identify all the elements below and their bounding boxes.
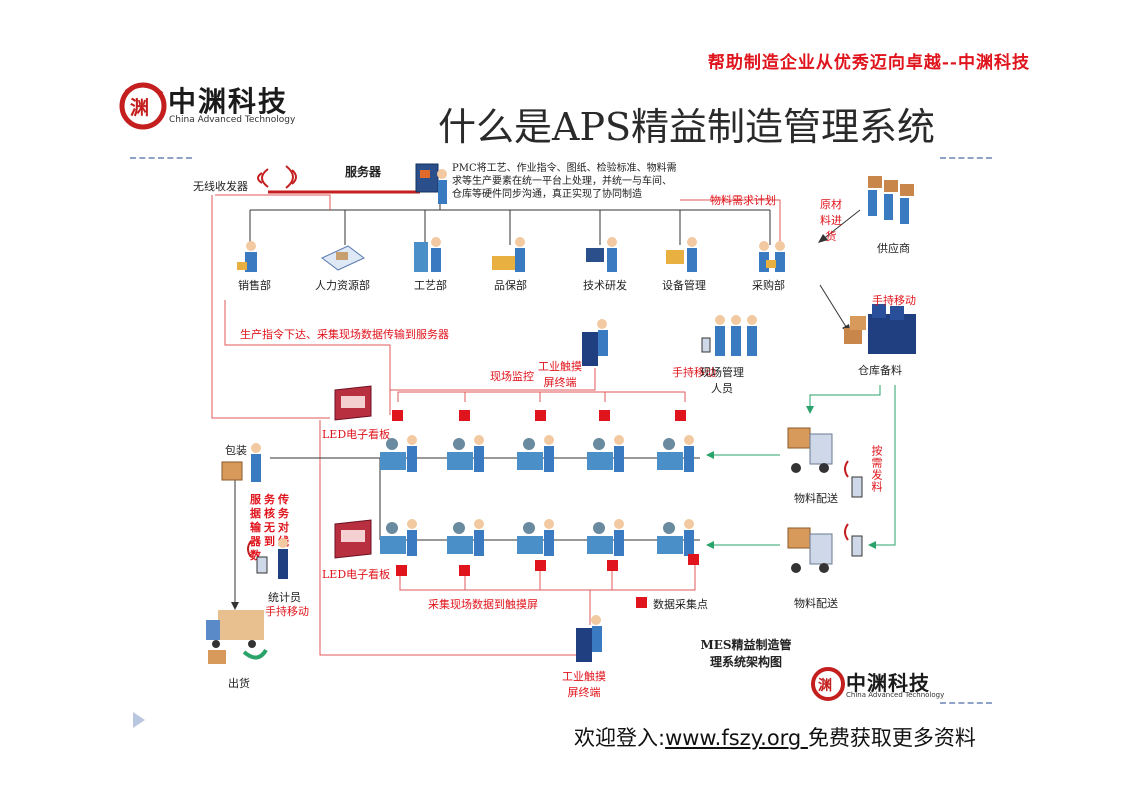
divider (940, 157, 992, 159)
workstation-icon (657, 435, 694, 472)
touch-terminal-icon (576, 615, 602, 662)
pmc-description: PMC将工艺、作业指令、图纸、检验标准、物料需求等生产要素在统一平台上处理，并统… (452, 163, 677, 200)
sales-dept-icon (237, 241, 257, 272)
hr-dept-icon (321, 245, 365, 271)
led-board-icon (334, 385, 372, 421)
data-collect-point (459, 565, 470, 576)
data-collect-point (535, 560, 546, 571)
data-collect-point (607, 560, 618, 571)
collect-to-touch-label: 采集现场数据到触摸屏 (428, 598, 538, 611)
dept-label-sales: 销售部 (238, 279, 271, 292)
footer-suffix: 免费获取更多资料 (807, 726, 976, 750)
logo-emblem: 渊 (811, 667, 845, 701)
site-managers-icon (701, 315, 757, 356)
supplier-icon (868, 176, 914, 224)
demand-issue-label: 按需发料 (870, 445, 883, 493)
purchasing-dept-icon (759, 241, 785, 272)
workstation-icon (657, 519, 694, 556)
site-monitor-label: 现场监控 (490, 370, 534, 383)
data-collect-point (459, 410, 470, 421)
play-triangle-icon (133, 712, 145, 728)
dept-label-purchasing: 采购部 (752, 279, 785, 292)
raw-material-label: 原材料进货 (820, 198, 842, 243)
workstation-icon (447, 519, 484, 556)
workstation-icon (380, 519, 417, 556)
warehouse-label: 仓库备料 (858, 364, 902, 377)
dept-label-equipment: 设备管理 (662, 279, 706, 292)
divider (940, 702, 992, 704)
handheld-label-warehouse: 手持移动 (872, 294, 916, 307)
data-collect-point (396, 565, 407, 576)
workstation-icon (517, 435, 554, 472)
logo-emblem: 渊 (119, 82, 167, 130)
divider (130, 157, 192, 159)
dept-label-process: 工艺部 (414, 279, 447, 292)
dept-label-rnd: 技术研发 (583, 279, 627, 292)
stat-clerk-label: 统计员 (268, 591, 301, 604)
page-title: 什么是APS精益制造管理系统 (438, 105, 936, 149)
workstation-icon (380, 435, 417, 472)
led-board-label-top: LED电子看板 (322, 428, 391, 441)
qa-dept-icon (492, 237, 525, 272)
packing-label: 包装 (225, 444, 247, 457)
wireless-label: 无线收发器 (193, 180, 248, 193)
logo-subtitle: China Advanced Technology (169, 115, 296, 125)
site-manager-label: 现场管理人员 (700, 366, 744, 395)
data-collect-point (688, 554, 699, 565)
led-board-icon (334, 519, 372, 559)
logo-name-footer: 中渊科技 (846, 671, 930, 695)
delivery-label-bottom: 物料配送 (794, 597, 838, 610)
process-dept-icon (414, 237, 441, 272)
forklift-icon (787, 427, 833, 473)
server-label: 服务器 (345, 165, 382, 179)
footer-text: 欢迎登入:www.fszy.org 免费获取更多资料 (574, 722, 976, 752)
warehouse-icon (844, 304, 916, 354)
workstation-icon (447, 435, 484, 472)
packing-icon (221, 443, 261, 482)
touch-terminal-label-top: 工业触摸屏终端 (538, 360, 582, 389)
data-collect-point (599, 410, 610, 421)
workstation-icon (517, 519, 554, 556)
workstation-icon (587, 435, 624, 472)
handheld-label-stat: 手持移动 (265, 605, 309, 618)
command-flow-label: 生产指令下达、采集现场数据传输到服务器 (240, 328, 449, 341)
logo-name: 中渊科技 (168, 85, 289, 118)
equipment-dept-icon (666, 237, 697, 272)
handheld-device-icon (844, 460, 863, 498)
rnd-dept-icon (586, 237, 617, 272)
legend-collect-point-icon (636, 597, 647, 608)
shipment-label: 出货 (228, 677, 250, 690)
supplier-label: 供应商 (877, 242, 910, 255)
shipment-truck-icon (206, 610, 268, 664)
server-icon (415, 163, 447, 204)
data-collect-point (392, 410, 403, 421)
dept-label-hr: 人力资源部 (315, 279, 370, 292)
touch-terminal-label-bottom: 工业触摸屏终端 (562, 670, 606, 699)
svg-text:渊: 渊 (818, 677, 832, 694)
handheld-device-icon (844, 523, 863, 557)
slogan: 帮助制造企业从优秀迈向卓越--中渊科技 (707, 53, 1030, 73)
data-collect-point (675, 410, 686, 421)
forklift-icon (787, 527, 833, 573)
stat-clerk-icon (247, 538, 288, 579)
material-plan-label: 物料需求计划 (710, 194, 776, 207)
mes-caption: MES精益制造管理系统架构图 (700, 638, 792, 669)
touch-terminal-icon (582, 319, 608, 366)
footer-link[interactable]: www.fszy.org (665, 726, 808, 750)
workstation-icon (587, 519, 624, 556)
led-board-label-bottom: LED电子看板 (322, 568, 391, 581)
wireless-signal-icon (285, 165, 297, 189)
svg-text:渊: 渊 (130, 97, 149, 119)
logo-subtitle-footer: China Advanced Technology (846, 691, 945, 699)
dept-label-qa: 品保部 (494, 279, 527, 292)
handheld-label-manager: 手持移动 (672, 366, 716, 379)
wireless-signal-icon (257, 168, 269, 188)
delivery-label-top: 物料配送 (794, 492, 838, 505)
footer-prefix: 欢迎登入: (574, 726, 666, 750)
legend-collect-point-label: 数据采集点 (653, 598, 708, 611)
data-collect-point (535, 410, 546, 421)
